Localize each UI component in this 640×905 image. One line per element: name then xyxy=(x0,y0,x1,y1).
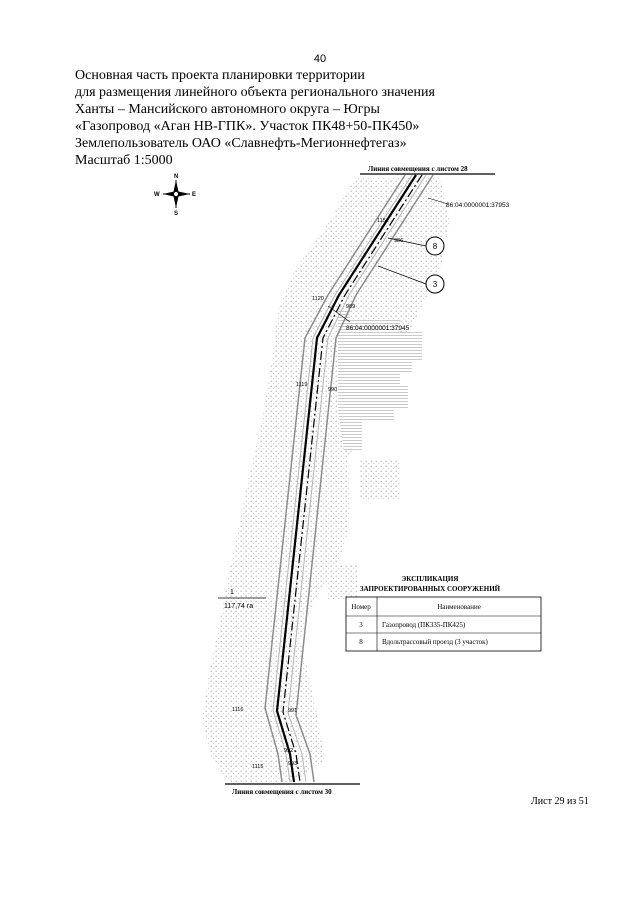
legend-column-name: Наименование xyxy=(437,603,481,611)
compass-north-label: N xyxy=(174,174,178,180)
corridor-boundary-right xyxy=(295,174,434,783)
point-label: 1119 xyxy=(296,382,307,388)
parcel-label-top: 86:04:0000001:37953 xyxy=(446,202,510,209)
callout-circle xyxy=(425,236,445,256)
point-label: 1115 xyxy=(252,764,263,770)
header-line: Землепользователь ОАО «Славнефть-Мегионн… xyxy=(75,136,407,151)
compass-south-label: S xyxy=(174,211,178,217)
terrain-area xyxy=(202,178,450,784)
explication-table: ЭКСПЛИКАЦИЯ ЗАПРОЕКТИРОВАННЫХ СООРУЖЕНИЙ… xyxy=(345,575,542,652)
point-label: 1151 xyxy=(377,218,389,224)
site-plan-map: Линия совмещения с листом 28 Линия совме… xyxy=(154,165,542,796)
legend-row-name: Газопровод (ПК335-ПК425) xyxy=(382,621,466,629)
legend-title: ЭКСПЛИКАЦИЯ xyxy=(402,575,459,583)
match-line-top-label: Линия совмещения с листом 28 xyxy=(368,165,468,173)
sheet-number: Лист 29 из 51 xyxy=(531,796,589,807)
parcel-label-mid: 86:04:0000001:37945 xyxy=(346,325,410,332)
legend-row-number: 3 xyxy=(359,621,363,629)
gas-pipeline-line xyxy=(275,174,417,783)
point-label: 1120 xyxy=(312,296,324,302)
header-line: «Газопровод «Аган НВ-ГПК». Участок ПК48+… xyxy=(75,119,420,134)
compass-east-label: E xyxy=(192,192,196,198)
corridor-line xyxy=(272,174,413,783)
header-line: для размещения линейного объекта региона… xyxy=(75,85,435,100)
hatched-parcel xyxy=(338,310,422,450)
legend-subtitle: ЗАПРОЕКТИРОВАННЫХ СООРУЖЕНИЙ xyxy=(360,585,501,593)
legend-row-name: Вдольтрассовый проезд (3 участок) xyxy=(382,638,489,646)
point-label: 992 xyxy=(284,748,293,754)
corridor-line xyxy=(287,174,427,783)
terrain-patch xyxy=(360,460,400,500)
point-label: 1116 xyxy=(232,707,243,713)
header-line: Ханты – Мансийского автономного округа –… xyxy=(75,102,380,117)
compass-rose-icon xyxy=(163,180,190,208)
area-value-label: 117,74 га xyxy=(224,603,253,610)
point-label: 991 xyxy=(288,708,297,714)
compass-west-label: W xyxy=(154,192,160,198)
callout-circle xyxy=(425,274,445,294)
callout-number-3: 3 xyxy=(433,280,438,289)
callout-leader xyxy=(387,237,427,247)
access-road-line xyxy=(282,174,423,783)
callout-leader xyxy=(377,265,427,285)
area-number-label: 1 xyxy=(230,589,234,596)
document-header: Основная часть проекта планировки террит… xyxy=(75,67,555,169)
point-label: 986 xyxy=(394,238,403,244)
point-label: 990 xyxy=(328,387,337,393)
scale-label: Масштаб 1:5000 xyxy=(75,153,173,168)
legend-row-number: 8 xyxy=(359,638,363,646)
callout-number-8: 8 xyxy=(433,242,438,251)
corridor-boundary-left xyxy=(264,174,406,783)
match-line-bottom-label: Линия совмещения с листом 30 xyxy=(232,788,332,796)
terrain-patch xyxy=(328,565,358,600)
legend-column-number: Номер xyxy=(351,603,371,611)
point-label: 993 xyxy=(288,761,297,767)
point-label: 989 xyxy=(346,304,355,310)
page-number: 40 xyxy=(313,53,327,65)
parcel-leader xyxy=(427,197,449,205)
parcel-leader xyxy=(327,305,351,323)
header-line: Основная часть проекта планировки террит… xyxy=(75,68,365,83)
